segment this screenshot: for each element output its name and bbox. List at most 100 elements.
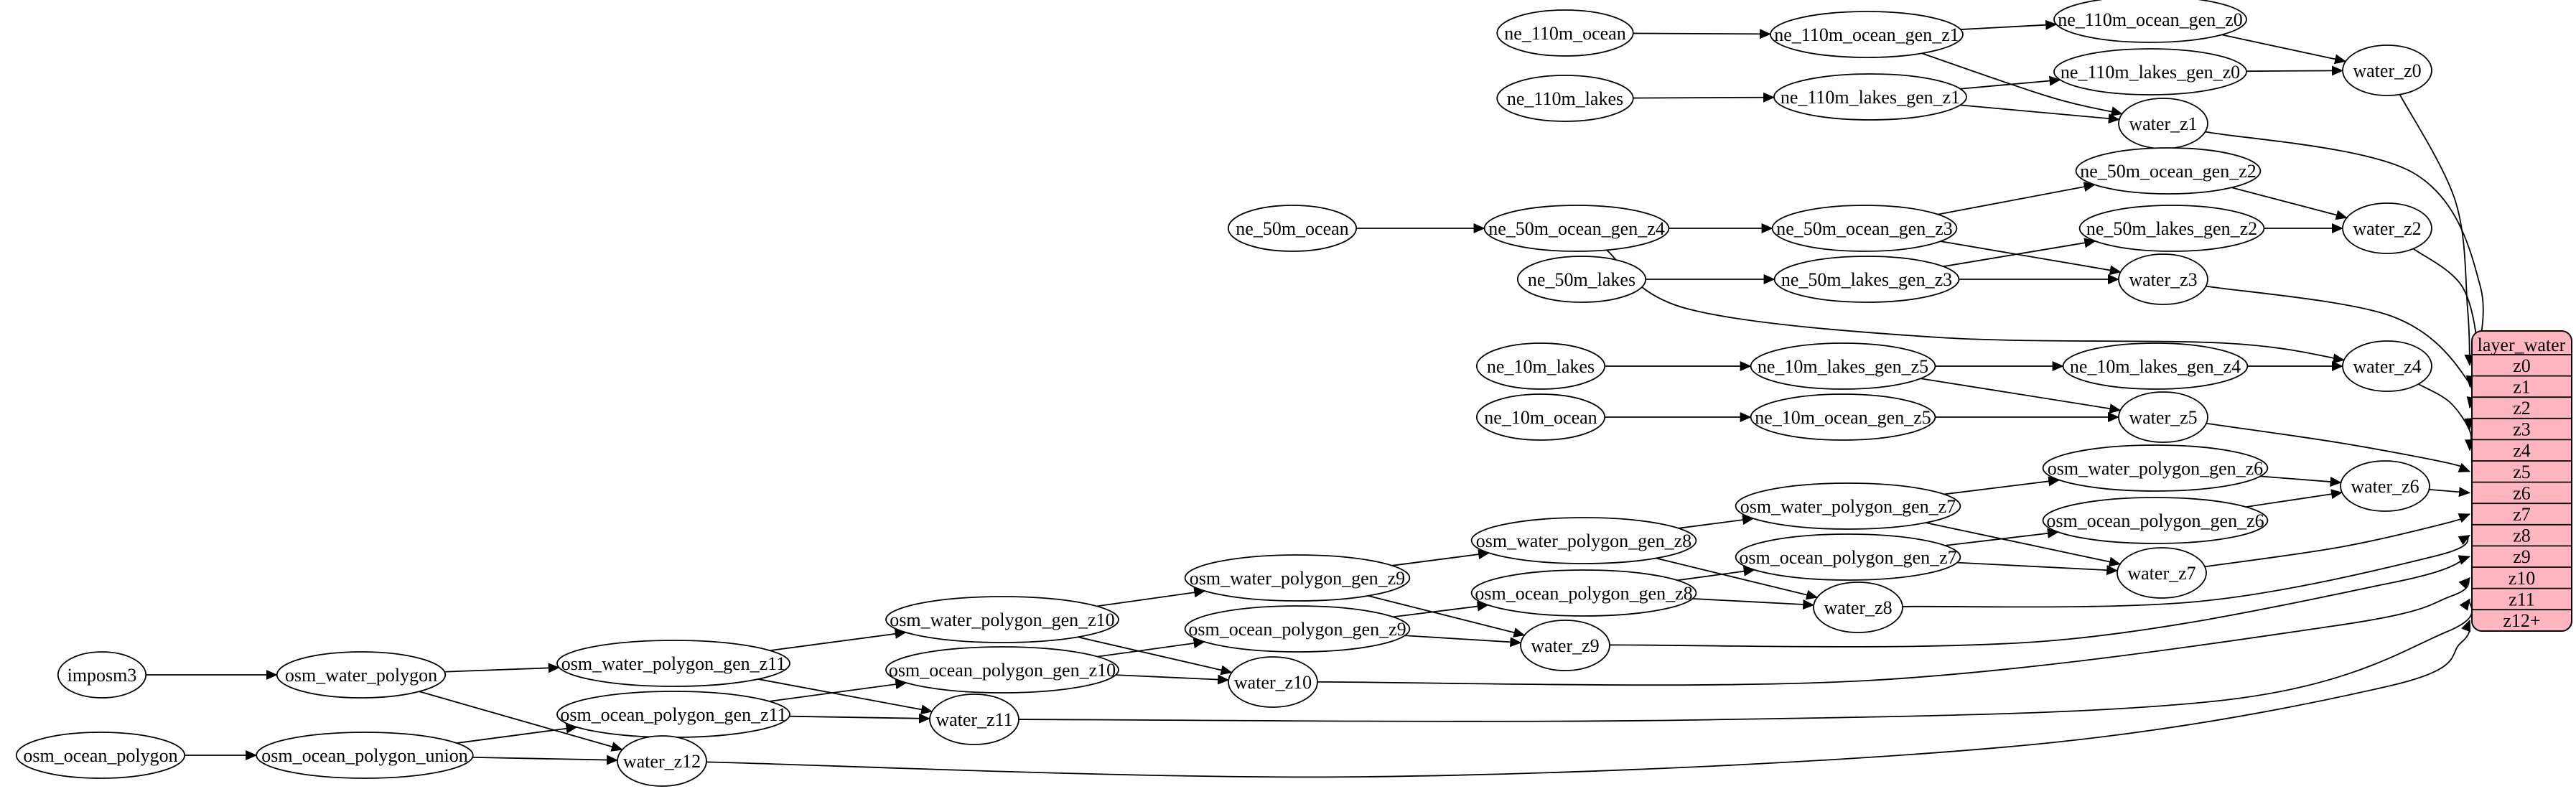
edge-osm_ocean_polygon_gen_z9-to-osm_ocean_polygon_gen_z8: [1393, 601, 1489, 618]
node-label-osm_water_polygon: osm_water_polygon: [285, 665, 437, 686]
edge-osm_water_polygon-to-osm_water_polygon_gen_z11: [444, 663, 560, 673]
node-ellipse-water_z7: [2117, 547, 2207, 599]
edge-ne_10m_lakes_gen_z5-to-water_z5: [1921, 378, 2122, 414]
table-header: layer_water: [2478, 335, 2566, 355]
edge-water_z8-to-layer_water-z8: [1902, 534, 2470, 608]
node-ellipse-ne_10m_lakes: [1475, 342, 1606, 390]
table-row-separators: [2472, 354, 2572, 611]
node-ellipse-ne_50m_lakes_gen_z3: [1773, 256, 1960, 303]
node-label-ne_50m_lakes: ne_50m_lakes: [1528, 269, 1635, 290]
edge-osm_water_polygon_gen_z10-to-osm_water_polygon_gen_z9: [1096, 587, 1206, 607]
table-row-z10: z10: [2509, 568, 2536, 589]
node-ellipse-osm_ocean_polygon_gen_z9: [1184, 605, 1411, 653]
node-label-osm_water_polygon_gen_z9: osm_water_polygon_gen_z9: [1190, 568, 1405, 589]
node-label-ne_10m_lakes_gen_z4: ne_10m_lakes_gen_z4: [2070, 356, 2241, 377]
node-water_z10: water_z10: [1228, 656, 1318, 708]
node-ellipse-water_z12: [617, 735, 707, 787]
edge-water_z6-to-layer_water-z6: [2429, 487, 2470, 498]
node-osm_ocean_polygon_gen_z6: osm_ocean_polygon_gen_z6: [2042, 497, 2269, 544]
edge-osm_water_polygon_gen_z8-to-osm_water_polygon_gen_z7: [1678, 515, 1755, 529]
edge-osm_water_polygon_gen_z10-to-water_z10: [1078, 636, 1233, 676]
node-ne_50m_lakes_gen_z3: ne_50m_lakes_gen_z3: [1773, 256, 1960, 303]
node-label-osm_water_polygon_gen_z8: osm_water_polygon_gen_z8: [1476, 531, 1691, 551]
node-ellipse-water_z11: [929, 694, 1019, 745]
edge-osm_ocean_polygon_union-to-osm_ocean_polygon_gen_z11: [456, 723, 578, 744]
node-label-osm_water_polygon_gen_z7: osm_water_polygon_gen_z7: [1740, 496, 1956, 517]
node-ne_110m_lakes_gen_z0: ne_110m_lakes_gen_z0: [2053, 48, 2247, 95]
node-label-osm_ocean_polygon: osm_ocean_polygon: [23, 745, 177, 766]
node-water_z3: water_z3: [2118, 253, 2208, 305]
edge-water_z0-to-layer_water-z0: [2399, 94, 2475, 366]
edge-water_z4-to-layer_water-z4: [2418, 383, 2475, 452]
edge-ne_50m_ocean_gen_z2-to-water_z2: [2231, 187, 2348, 220]
node-ellipse-ne_10m_lakes_gen_z5: [1750, 342, 1936, 390]
node-label-ne_50m_ocean_gen_z2: ne_50m_ocean_gen_z2: [2080, 161, 2256, 182]
node-ellipse-water_z3: [2118, 253, 2208, 305]
node-ellipse-ne_10m_ocean_gen_z5: [1750, 393, 1936, 441]
node-ellipse-water_z6: [2340, 460, 2430, 512]
edge-osm_ocean_polygon_gen_z7-to-water_z7: [1956, 561, 2119, 576]
node-ellipse-ne_50m_ocean_gen_z2: [2075, 147, 2262, 195]
node-ellipse-osm_ocean_polygon: [15, 732, 186, 779]
table-background: [2471, 330, 2572, 632]
node-osm_water_polygon_gen_z11: osm_water_polygon_gen_z11: [556, 640, 790, 687]
node-imposm3: imposm3: [57, 651, 147, 699]
node-ellipse-ne_50m_lakes_gen_z2: [2078, 205, 2265, 252]
node-osm_water_polygon: osm_water_polygon: [276, 651, 447, 699]
edge-ne_110m_ocean_gen_z0-to-water_z0: [2221, 34, 2347, 65]
edge-water_z11-to-layer_water-z11: [1018, 598, 2473, 722]
node-label-water_z6: water_z6: [2351, 476, 2419, 497]
node-ellipse-osm_water_polygon_gen_z10: [885, 596, 1119, 643]
node-label-osm_ocean_polygon_union: osm_ocean_polygon_union: [261, 745, 467, 766]
node-label-ne_110m_lakes_gen_z0: ne_110m_lakes_gen_z0: [2061, 62, 2240, 83]
node-label-water_z4: water_z4: [2353, 356, 2421, 377]
node-ellipse-osm_ocean_polygon_union: [256, 732, 474, 779]
node-ellipse-water_z10: [1228, 656, 1318, 708]
node-label-water_z2: water_z2: [2353, 218, 2421, 239]
node-ellipse-ne_50m_ocean_gen_z4: [1483, 205, 1670, 252]
edge-ne_50m_lakes_gen_z3-to-ne_50m_lakes_gen_z2: [1943, 238, 2096, 268]
node-ne_10m_ocean: ne_10m_ocean: [1475, 393, 1606, 441]
node-ellipse-water_z5: [2118, 391, 2208, 443]
node-osm_water_polygon_gen_z10: osm_water_polygon_gen_z10: [885, 596, 1119, 643]
edge-osm_water_polygon_gen_z11-to-water_z11: [757, 678, 933, 715]
node-ellipse-osm_ocean_polygon_gen_z10: [885, 646, 1119, 694]
edge-water_z12-to-layer_water-z12+: [706, 620, 2471, 778]
table-row-z12+: z12+: [2503, 610, 2540, 631]
node-ne_110m_ocean_gen_z0: ne_110m_ocean_gen_z0: [2053, 0, 2247, 43]
node-ne_50m_lakes_gen_z2: ne_50m_lakes_gen_z2: [2078, 205, 2265, 252]
node-ellipse-water_z2: [2342, 202, 2432, 254]
node-ne_10m_lakes: ne_10m_lakes: [1475, 342, 1606, 390]
node-water_z6: water_z6: [2340, 460, 2430, 512]
node-ne_50m_ocean_gen_z3: ne_50m_ocean_gen_z3: [1771, 205, 1958, 252]
node-ellipse-water_z9: [1520, 620, 1610, 671]
node-water_z1: water_z1: [2118, 98, 2208, 149]
node-label-ne_50m_lakes_gen_z3: ne_50m_lakes_gen_z3: [1781, 269, 1952, 290]
node-water_z2: water_z2: [2342, 202, 2432, 254]
edge-osm_water_polygon_gen_z7-to-osm_water_polygon_gen_z6: [1943, 476, 2061, 495]
node-ellipse-water_z8: [1813, 582, 1903, 633]
node-label-osm_ocean_polygon_gen_z10: osm_ocean_polygon_gen_z10: [889, 660, 1116, 681]
node-osm_ocean_polygon_gen_z8: osm_ocean_polygon_gen_z8: [1470, 569, 1697, 617]
edge-osm_ocean_polygon_gen_z6-to-water_z6: [2245, 489, 2343, 508]
table-row-z3: z3: [2513, 419, 2531, 440]
node-ellipse-osm_water_polygon_gen_z9: [1184, 554, 1411, 602]
node-ne_110m_lakes: ne_110m_lakes: [1496, 75, 1634, 122]
node-label-ne_50m_ocean_gen_z3: ne_50m_ocean_gen_z3: [1776, 218, 1952, 239]
node-ne_110m_ocean: ne_110m_ocean: [1496, 9, 1634, 57]
node-ellipse-water_z0: [2342, 45, 2432, 96]
node-water_z9: water_z9: [1520, 620, 1610, 671]
node-ellipse-ne_110m_ocean: [1496, 9, 1634, 57]
node-label-osm_ocean_polygon_gen_z7: osm_ocean_polygon_gen_z7: [1739, 547, 1956, 568]
node-ellipse-ne_50m_ocean: [1227, 205, 1358, 252]
node-ne_110m_ocean_gen_z1: ne_110m_ocean_gen_z1: [1770, 11, 1964, 58]
node-water_z12: water_z12: [617, 735, 707, 787]
node-label-ne_10m_ocean_gen_z5: ne_10m_ocean_gen_z5: [1755, 407, 1931, 428]
node-label-imposm3: imposm3: [67, 665, 137, 686]
edge-ne_50m_ocean_gen_z3-to-water_z3: [1940, 241, 2122, 276]
edge-osm_ocean_polygon_gen_z10-to-osm_ocean_polygon_gen_z9: [1097, 638, 1205, 658]
node-ellipse-ne_50m_lakes: [1516, 256, 1647, 303]
edge-ne_110m_lakes_gen_z1-to-water_z1: [1960, 104, 2120, 124]
edge-ne_50m_ocean_gen_z4-to-water_z4: [1606, 249, 2345, 364]
edge-ne_110m_ocean_gen_z1-to-ne_110m_ocean_gen_z0: [1960, 19, 2058, 30]
